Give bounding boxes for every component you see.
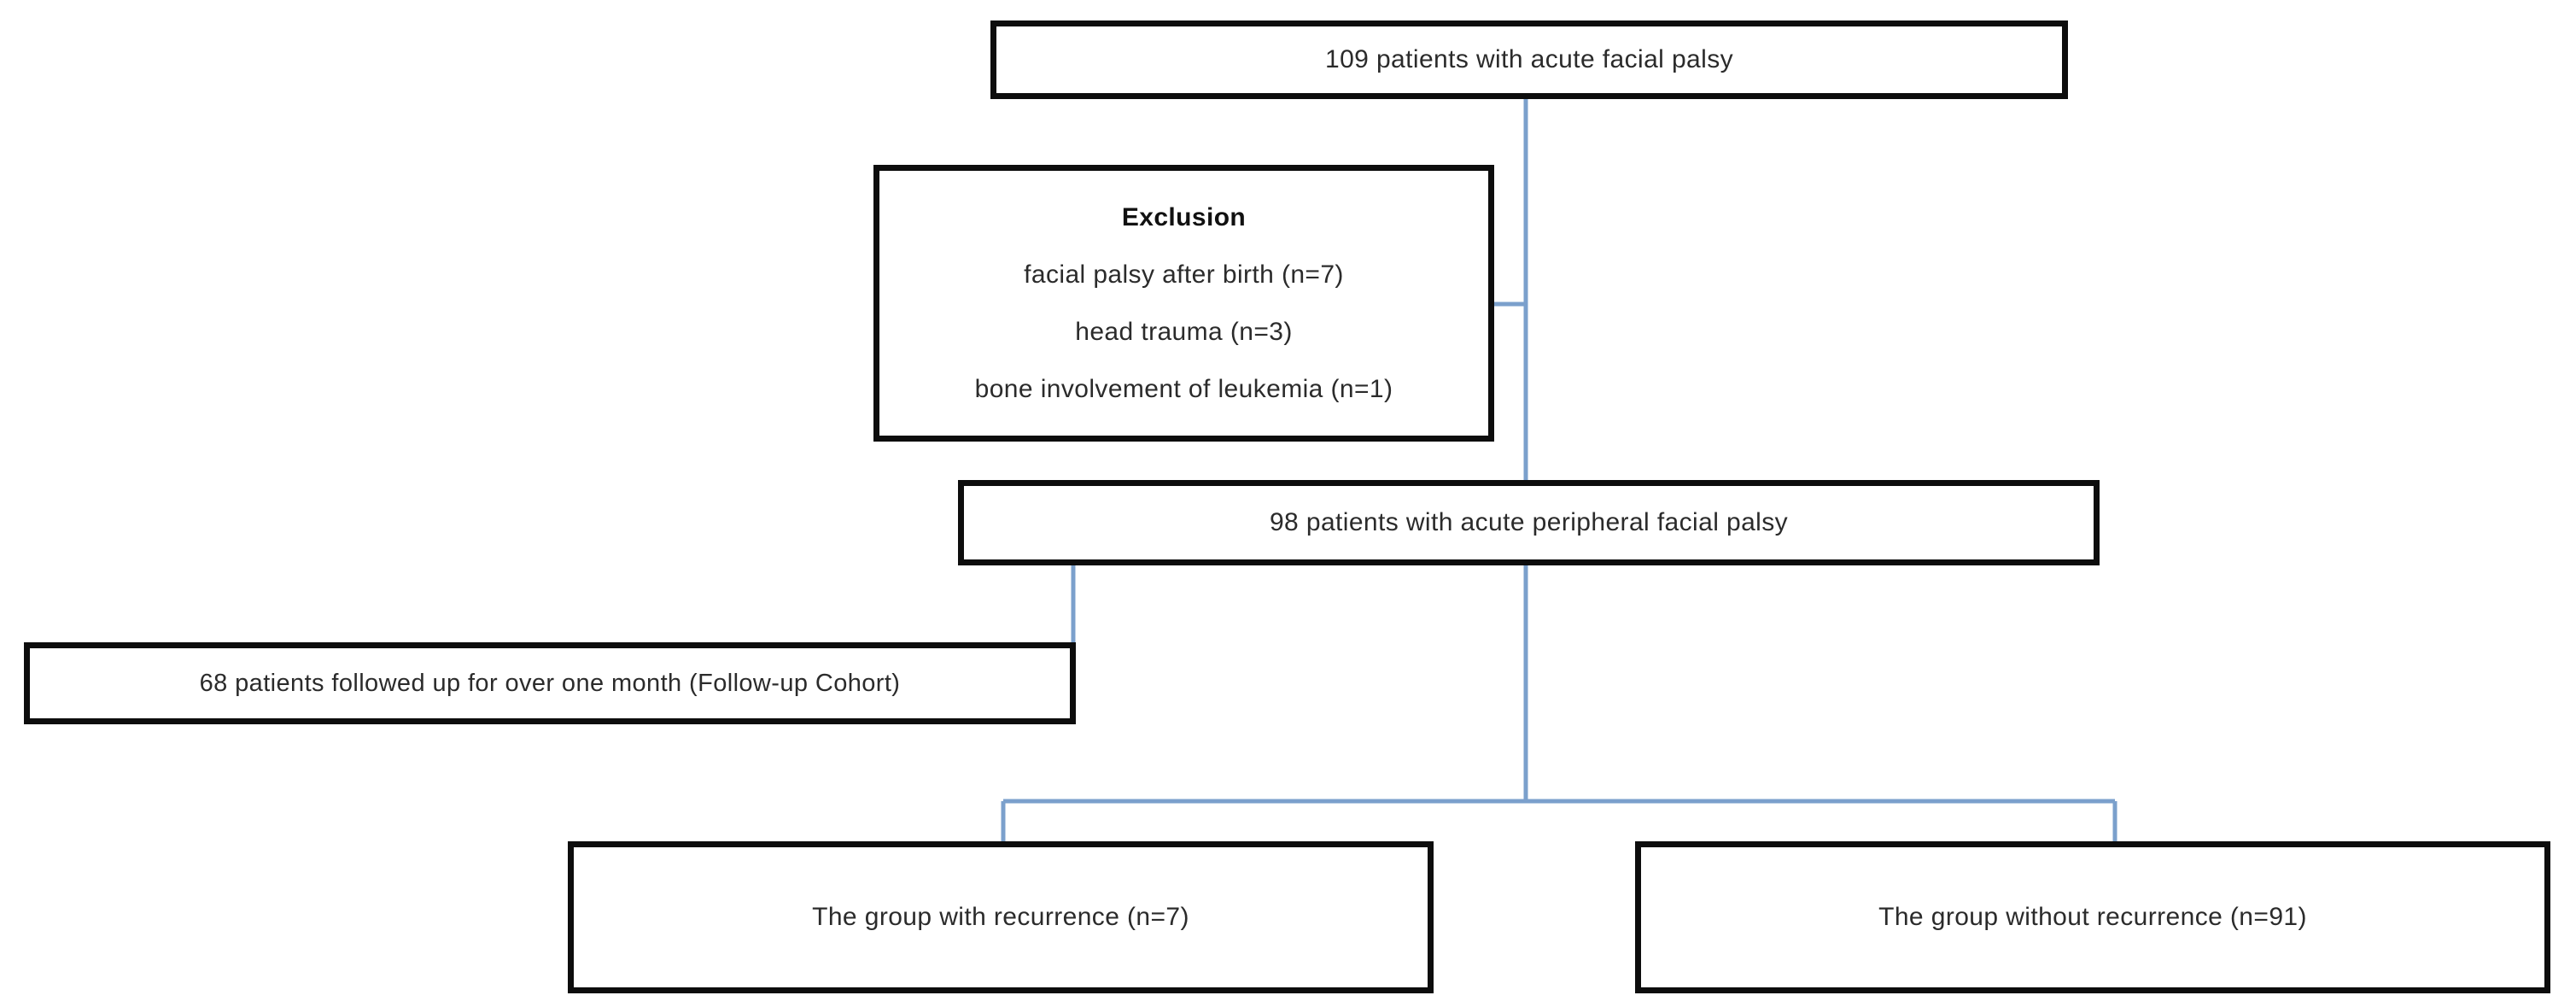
node-total-patients-label: 109 patients with acute facial palsy xyxy=(1324,45,1733,74)
node-exclusion-item-0: facial palsy after birth (n=7) xyxy=(1024,260,1344,289)
node-group-with-recurrence: The group with recurrence (n=7) xyxy=(568,841,1434,993)
node-exclusion-item-1: head trauma (n=3) xyxy=(1075,317,1293,346)
node-exclusion: Exclusion facial palsy after birth (n=7)… xyxy=(873,165,1494,442)
node-total-patients: 109 patients with acute facial palsy xyxy=(990,20,2068,99)
node-followup-cohort-label: 68 patients followed up for over one mon… xyxy=(199,669,901,697)
node-exclusion-item-2: bone involvement of leukemia (n=1) xyxy=(974,374,1393,403)
node-followup-cohort: 68 patients followed up for over one mon… xyxy=(24,642,1076,724)
node-peripheral-palsy: 98 patients with acute peripheral facial… xyxy=(958,480,2100,565)
node-group-without-recurrence-label: The group without recurrence (n=91) xyxy=(1878,903,2307,932)
node-group-with-recurrence-label: The group with recurrence (n=7) xyxy=(812,903,1189,932)
node-exclusion-heading: Exclusion xyxy=(1121,202,1247,231)
node-peripheral-palsy-label: 98 patients with acute peripheral facial… xyxy=(1269,508,1789,537)
node-group-without-recurrence: The group without recurrence (n=91) xyxy=(1635,841,2550,993)
